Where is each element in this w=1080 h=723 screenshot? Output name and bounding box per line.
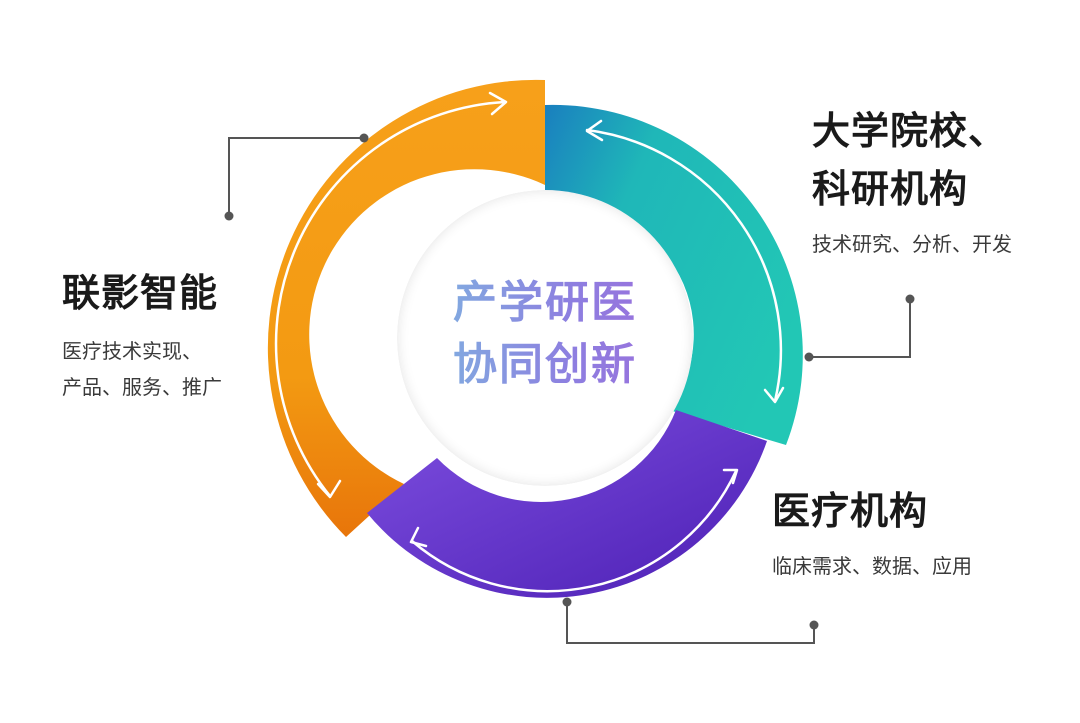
flow-arrows [274, 91, 785, 593]
university-title-line-2: 科研机构 [812, 167, 969, 211]
dot-lianying-start [359, 133, 369, 143]
arrow-purple-arc [410, 469, 738, 593]
dot-university-start [804, 352, 814, 362]
arrow-teal-arc [585, 128, 783, 403]
dot-lianying-end [224, 211, 234, 221]
lianying-title: 联影智能 [62, 271, 219, 315]
segment-medical [367, 410, 767, 598]
segment-university [545, 104, 803, 446]
segment-lianying [267, 79, 545, 537]
arrow-orange-head-top [488, 91, 508, 116]
lianying-desc-line-1: 医疗技术实现、 [62, 339, 202, 363]
center-line-2: 协同创新 [453, 339, 637, 390]
university-desc: 技术研究、分析、开发 [812, 232, 1012, 256]
arrow-purple-head-right [722, 468, 739, 485]
lianying-desc-line-2: 产品、服务、推广 [62, 375, 222, 399]
arrow-teal-head-top [585, 119, 604, 142]
arrow-orange-arc [274, 100, 507, 498]
medical-title: 医疗机构 [772, 489, 929, 533]
connector-dots [224, 133, 915, 630]
dot-medical-end [809, 620, 819, 630]
arrow-orange-head-bottom [316, 479, 342, 499]
connector-university [809, 299, 911, 358]
university-title-line-1: 大学院校、 [812, 109, 1008, 153]
center-line-1: 产学研医 [453, 277, 637, 328]
dot-medical-start [562, 597, 572, 607]
connector-lianying [228, 137, 364, 216]
medical-desc: 临床需求、数据、应用 [772, 554, 972, 578]
connectors [228, 137, 911, 644]
center-circle [397, 190, 693, 486]
arrow-purple-head-left [409, 526, 428, 548]
arrow-teal-head-bottom [763, 386, 785, 404]
connector-medical [566, 602, 815, 644]
dot-university-end [905, 294, 915, 304]
center-title: 产学研医 协同创新 [420, 272, 670, 396]
